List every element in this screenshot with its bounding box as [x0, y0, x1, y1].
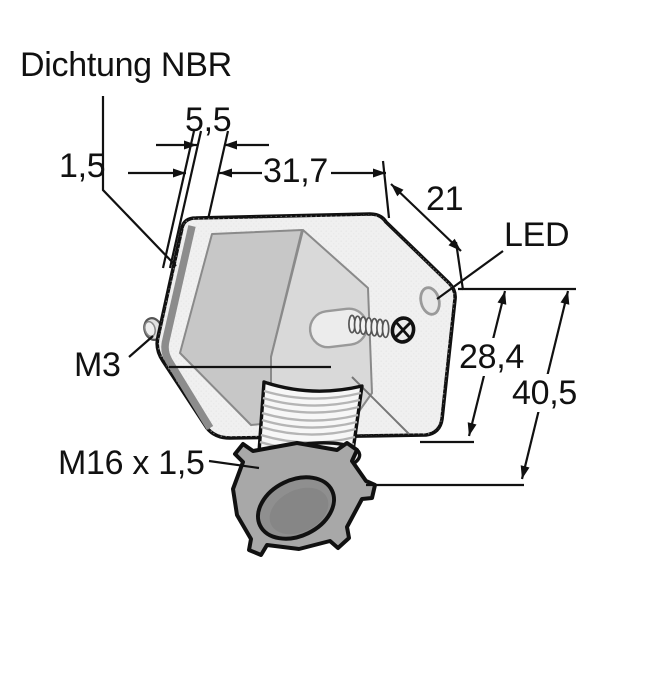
dimension-label-31-7: 31,7 — [263, 152, 328, 190]
seal-band — [161, 225, 214, 430]
gland-bore-shade — [269, 487, 329, 535]
cable-gland — [231, 380, 377, 557]
extension-line-seal-inner — [168, 130, 203, 269]
seal-label: Dichtung NBR — [20, 46, 232, 84]
dimension-label-5-5: 5,5 — [185, 101, 232, 139]
connector-housing — [155, 212, 457, 440]
dimension-label-21: 21 — [426, 180, 464, 218]
dimension-1-5-and-31-7 — [128, 168, 386, 178]
dimension-5-5 — [156, 140, 269, 150]
led-label: LED — [504, 216, 570, 254]
dimension-21 — [390, 183, 462, 252]
dimension-graphics — [101, 96, 576, 487]
phillips-screw-head-icon — [390, 316, 416, 344]
screw-spring-thread — [348, 314, 390, 339]
dimension-label-40-5: 40,5 — [509, 374, 580, 413]
dimension-label-1-5: 1,5 — [59, 147, 106, 185]
cable-gland-label: M16 x 1,5 — [58, 444, 205, 482]
m3-screw-label: M3 — [74, 346, 121, 384]
dimension-label-28-4: 28,4 — [456, 338, 527, 377]
extension-line-seal-outer — [161, 130, 196, 269]
extension-line-top-right-corner — [381, 160, 391, 219]
m3-leader-line — [128, 335, 154, 358]
led-leader-line — [436, 250, 504, 300]
gland-thread-arcs — [259, 389, 362, 451]
seal-leader-line — [101, 96, 177, 267]
gland-leader-line — [208, 459, 260, 470]
dimension-extension-lines — [161, 130, 465, 291]
